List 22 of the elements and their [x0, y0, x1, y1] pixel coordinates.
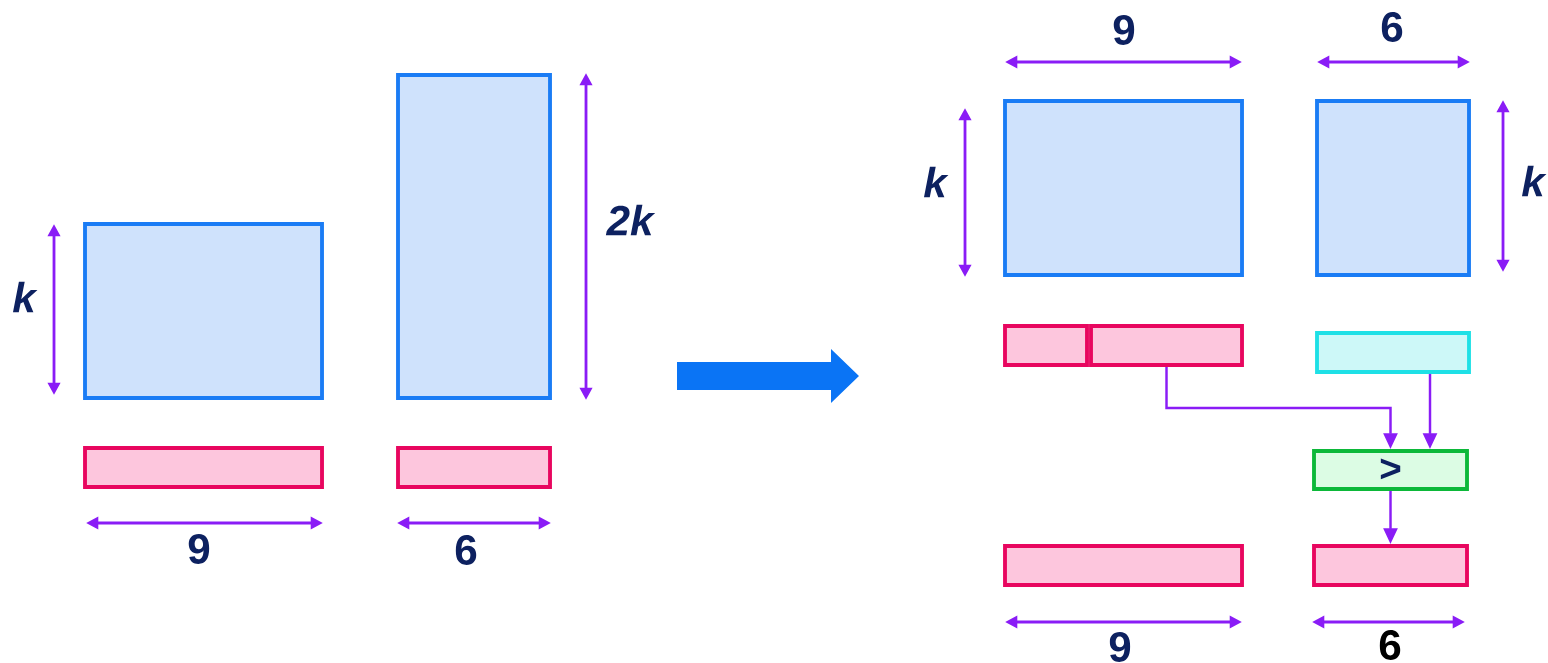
- rectangle: [396, 446, 552, 489]
- rectangle: [1315, 331, 1471, 374]
- dimension-label: 6: [1379, 630, 1401, 660]
- rectangle: [1315, 99, 1471, 277]
- dimension-label: 2k: [605, 204, 656, 236]
- rectangle: [1089, 324, 1244, 367]
- rectangle: [396, 73, 552, 400]
- dimension-label: 6: [1381, 12, 1403, 42]
- operator-box: >: [1312, 449, 1469, 491]
- dimension-label: 9: [188, 534, 210, 564]
- dimension-label: k: [1522, 165, 1547, 197]
- rectangle: [1312, 544, 1469, 587]
- dimension-label: k: [924, 166, 949, 198]
- dimension-label: k: [13, 281, 38, 313]
- rectangle: [1003, 99, 1244, 277]
- rectangle: [83, 446, 324, 489]
- rectangle: [1003, 324, 1089, 367]
- dimension-label: 9: [1109, 632, 1131, 662]
- dimension-label: 6: [455, 535, 477, 565]
- rectangle: [83, 222, 324, 400]
- rectangle: [1003, 544, 1244, 587]
- dimension-label: 9: [1113, 15, 1135, 45]
